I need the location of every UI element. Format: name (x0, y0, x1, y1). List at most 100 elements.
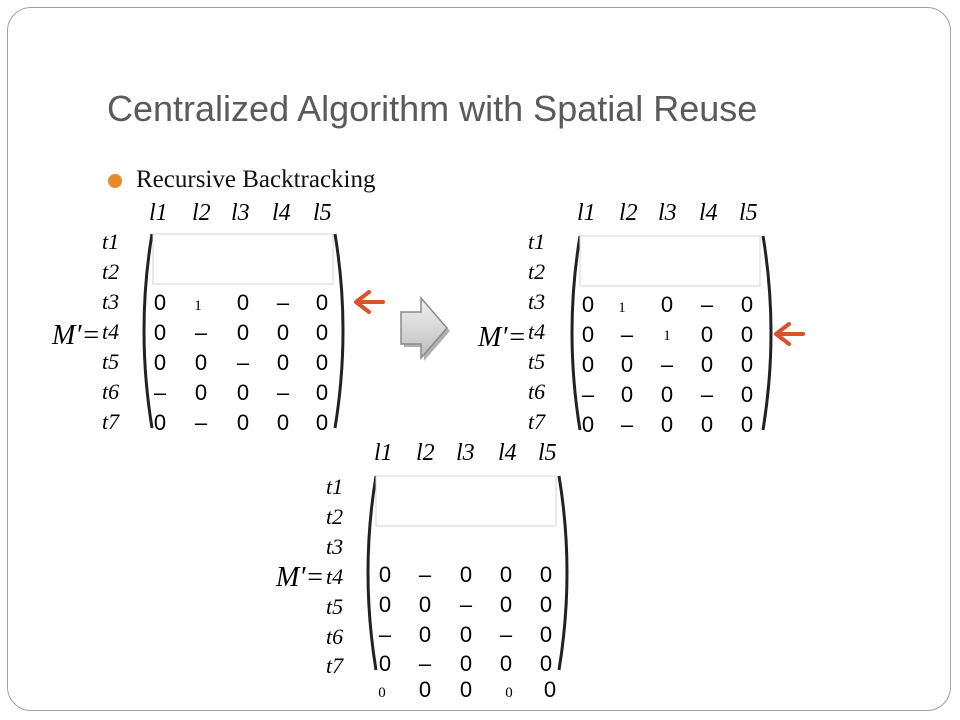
cell: 0 (540, 651, 552, 676)
cell: – (419, 562, 432, 587)
cell: 0 (500, 562, 512, 587)
row-label: t5 (326, 594, 343, 619)
cell: 0 (316, 350, 328, 375)
cell: 0 (316, 320, 328, 345)
cell: 0 (154, 410, 166, 435)
row-label: t1 (528, 229, 545, 254)
left-bracket (570, 235, 582, 431)
col-label: l3 (231, 200, 250, 226)
cell: – (621, 412, 634, 437)
cell: 0 (582, 292, 594, 317)
cell: 0 (582, 322, 594, 347)
col-label: l4 (699, 200, 718, 226)
cell: – (621, 322, 634, 347)
row-label: t4 (326, 564, 343, 589)
row-label: t7 (102, 409, 120, 434)
row-pointer-arrow-icon (354, 290, 385, 314)
row-label: t4 (528, 319, 545, 344)
cell: 0 (460, 622, 472, 647)
row-label: t3 (102, 289, 119, 314)
col-label: l4 (498, 440, 517, 466)
cell: 0 (154, 320, 166, 345)
cell: 0 (621, 382, 633, 407)
col-label: l2 (619, 200, 638, 226)
matrix-3: l1 l2 l3 l4 l5 t1 t2 t3 t4 t5 t6 t7 0 – … (275, 440, 569, 702)
cell: 0 (505, 685, 513, 701)
cell: 0 (741, 412, 753, 437)
row-label: t5 (528, 349, 545, 374)
cell: – (379, 622, 392, 647)
cell: 0 (316, 410, 328, 435)
cell: 0 (701, 352, 713, 377)
row-label: t6 (528, 379, 545, 404)
cell: 0 (195, 350, 207, 375)
row-label: t2 (326, 504, 343, 529)
cell: 0 (460, 677, 472, 702)
col-label: l3 (658, 200, 677, 226)
left-bracket (142, 233, 154, 429)
cell: 1 (663, 328, 671, 344)
cell: 0 (540, 562, 552, 587)
cell: 0 (379, 592, 391, 617)
cell: 0 (237, 410, 249, 435)
cell: 0 (701, 322, 713, 347)
cell: – (701, 382, 714, 407)
cell: – (419, 651, 432, 676)
cell: 0 (741, 292, 753, 317)
row-label: t5 (102, 349, 119, 374)
transition-arrow-icon (400, 295, 450, 361)
cell: 1 (194, 298, 202, 314)
row-label: t3 (326, 534, 343, 559)
col-label: l5 (538, 440, 557, 466)
cell: 0 (277, 320, 289, 345)
col-label: l5 (739, 200, 758, 226)
right-bracket (761, 235, 773, 431)
hidden-rows-box (152, 233, 334, 285)
right-bracket (557, 475, 569, 671)
matrix-2: l1 l2 l3 l4 l5 t1 t2 t3 t4 t5 t6 t7 0 1 … (477, 200, 805, 437)
cell: – (460, 592, 473, 617)
cell: – (277, 380, 290, 405)
col-label: l5 (313, 200, 332, 226)
cell: 0 (379, 651, 391, 676)
cell: 0 (741, 322, 753, 347)
cell: 0 (582, 352, 594, 377)
row-label: t6 (326, 624, 343, 649)
cell: – (500, 622, 513, 647)
cell: 0 (741, 382, 753, 407)
cell: 0 (419, 622, 431, 647)
cell: 0 (419, 677, 431, 702)
cell: 0 (378, 685, 386, 701)
cell: – (661, 352, 674, 377)
col-label: l1 (374, 440, 393, 466)
cell: 0 (419, 592, 431, 617)
cell: 0 (237, 380, 249, 405)
col-label: l2 (416, 440, 435, 466)
cell: 0 (701, 412, 713, 437)
row-pointer-arrow-icon (774, 322, 805, 346)
cell: 0 (661, 412, 673, 437)
cell: – (277, 290, 290, 315)
cell: 0 (661, 292, 673, 317)
cell: 0 (316, 380, 328, 405)
left-bracket (366, 475, 378, 671)
cell: 0 (460, 651, 472, 676)
cell: 0 (277, 410, 289, 435)
cell: 0 (154, 290, 166, 315)
cell: – (154, 380, 167, 405)
row-label: t6 (102, 379, 119, 404)
row-label: t2 (102, 259, 119, 284)
cell: 0 (154, 350, 166, 375)
cell: 0 (316, 290, 328, 315)
hidden-rows-box (579, 235, 761, 287)
matrix-1: l1 l2 l3 l4 l5 t1 t2 t3 t4 t5 t6 t7 0 1 … (51, 200, 385, 435)
cell: 0 (277, 350, 289, 375)
cell: 0 (540, 622, 552, 647)
slide-frame (7, 7, 951, 711)
cell: – (582, 382, 595, 407)
cell: 0 (621, 352, 633, 377)
row-label: t7 (528, 409, 546, 434)
cell: 0 (500, 651, 512, 676)
row-label: t7 (326, 653, 344, 678)
col-label: l2 (192, 200, 211, 226)
